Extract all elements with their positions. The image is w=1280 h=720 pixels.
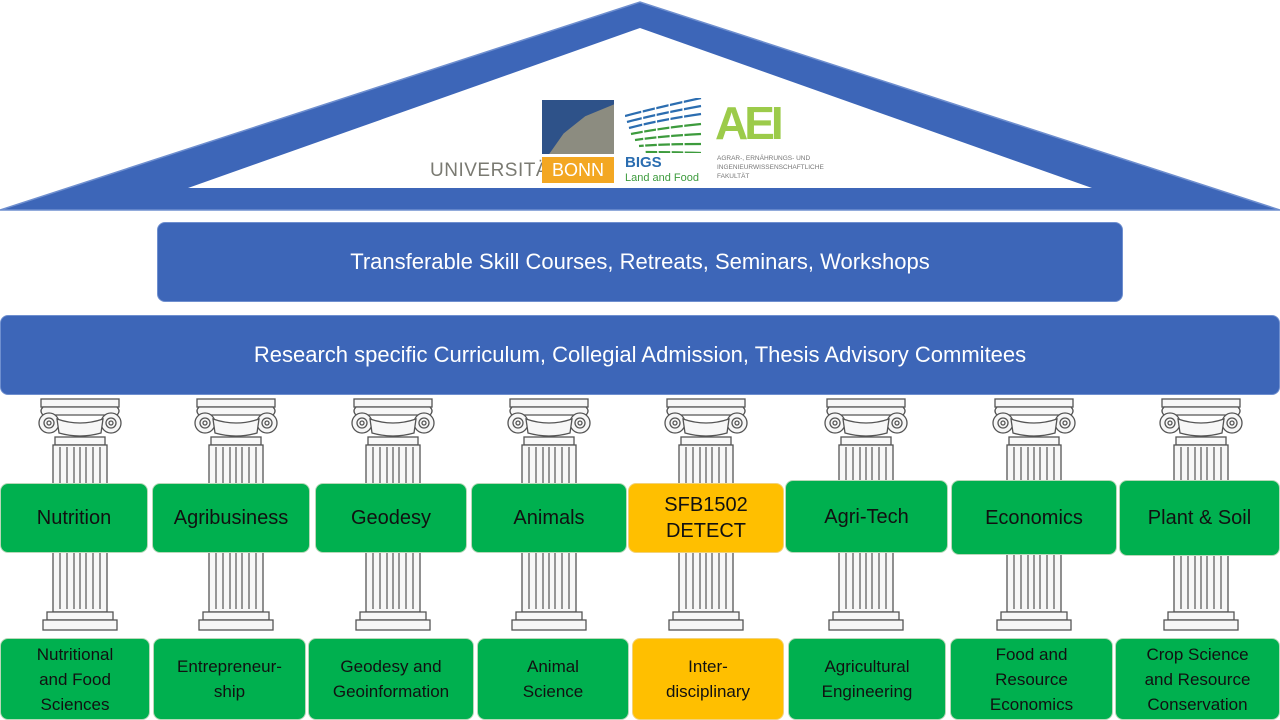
pillar-label: Plant & Soil xyxy=(1147,507,1252,529)
pillar-column xyxy=(664,398,748,631)
bigs-logo-graphic xyxy=(625,98,702,153)
pillar-base-box: Geodesy and Geoinformation xyxy=(308,638,474,720)
pillar-label-box: Agri-Tech xyxy=(785,480,948,553)
pillar-column xyxy=(194,398,278,631)
pillar-base-label: Crop Science and Resource Conservation xyxy=(1144,644,1251,714)
pillar-label-box: Agribusiness xyxy=(152,483,310,553)
pillar-label: Economics xyxy=(985,506,1083,529)
pillar-label: Animals xyxy=(513,507,585,529)
aei-logo-mark: AEI xyxy=(715,97,784,149)
bigs-logo-name: BIGS xyxy=(625,154,662,171)
aei-logo-text: AGRAR-, ERNÄHRUNGS- UND INGENIEURWISSENS… xyxy=(717,155,824,180)
pillar-base-label: Geodesy and Geoinformation xyxy=(332,657,450,701)
pillar-base-label: Inter- disciplinary xyxy=(665,657,751,701)
pillar-base-label: Nutritional and Food Sciences xyxy=(36,644,114,714)
pillar-label: Agri-Tech xyxy=(824,505,909,528)
pillar-label-box: Nutrition xyxy=(0,483,148,553)
pillar-column xyxy=(824,398,908,631)
pillar-base-box: Entrepreneur- ship xyxy=(153,638,306,720)
pillar-base-box: Crop Science and Resource Conservation xyxy=(1115,638,1280,720)
pillar-label: Geodesy xyxy=(350,507,432,529)
pillar-label-box: Geodesy xyxy=(315,483,467,553)
pillar-base-label: Animal Science xyxy=(522,657,584,701)
pillar-base-box: Nutritional and Food Sciences xyxy=(0,638,150,720)
uni-bonn-university-label: UNIVERSITÄT xyxy=(430,160,562,181)
pillar-label: SFB1502 DETECT xyxy=(664,494,748,542)
pillar-base-label: Entrepreneur- ship xyxy=(177,657,282,701)
pillar-base-box: Agricultural Engineering xyxy=(788,638,946,720)
pillar-label-box: SFB1502 DETECT xyxy=(628,483,784,553)
pillar-label: Agribusiness xyxy=(173,507,289,529)
pillar-base-box: Inter- disciplinary xyxy=(632,638,784,720)
pillar-base-label: Food and Resource Economics xyxy=(989,644,1074,714)
pillar-label-box: Plant & Soil xyxy=(1119,480,1280,556)
skills-bar: Transferable Skill Courses, Retreats, Se… xyxy=(157,222,1123,302)
roof xyxy=(0,1,1280,211)
pillar-column xyxy=(1159,398,1243,631)
pillar-label-box: Economics xyxy=(951,480,1117,555)
bigs-logo-subtitle: Land and Food xyxy=(625,172,700,184)
pillar-base-box: Food and Resource Economics xyxy=(950,638,1113,720)
pillar-base-box: Animal Science xyxy=(477,638,629,720)
curriculum-bar: Research specific Curriculum, Collegial … xyxy=(0,315,1280,395)
pillar-column xyxy=(351,398,435,631)
pillar-base-label: Agricultural Engineering xyxy=(821,657,913,701)
uni-bonn-city-label: BONN xyxy=(542,157,614,183)
pillar-column xyxy=(38,398,122,631)
pillar-label-box: Animals xyxy=(471,483,627,553)
uni-bonn-emblem xyxy=(542,100,614,154)
pillar-column xyxy=(992,398,1076,631)
pillar-column xyxy=(507,398,591,631)
logo-group: UNIVERSITÄT BONN BIGS Land and Food AEI … xyxy=(430,97,824,188)
pillar-label: Nutrition xyxy=(36,507,112,529)
